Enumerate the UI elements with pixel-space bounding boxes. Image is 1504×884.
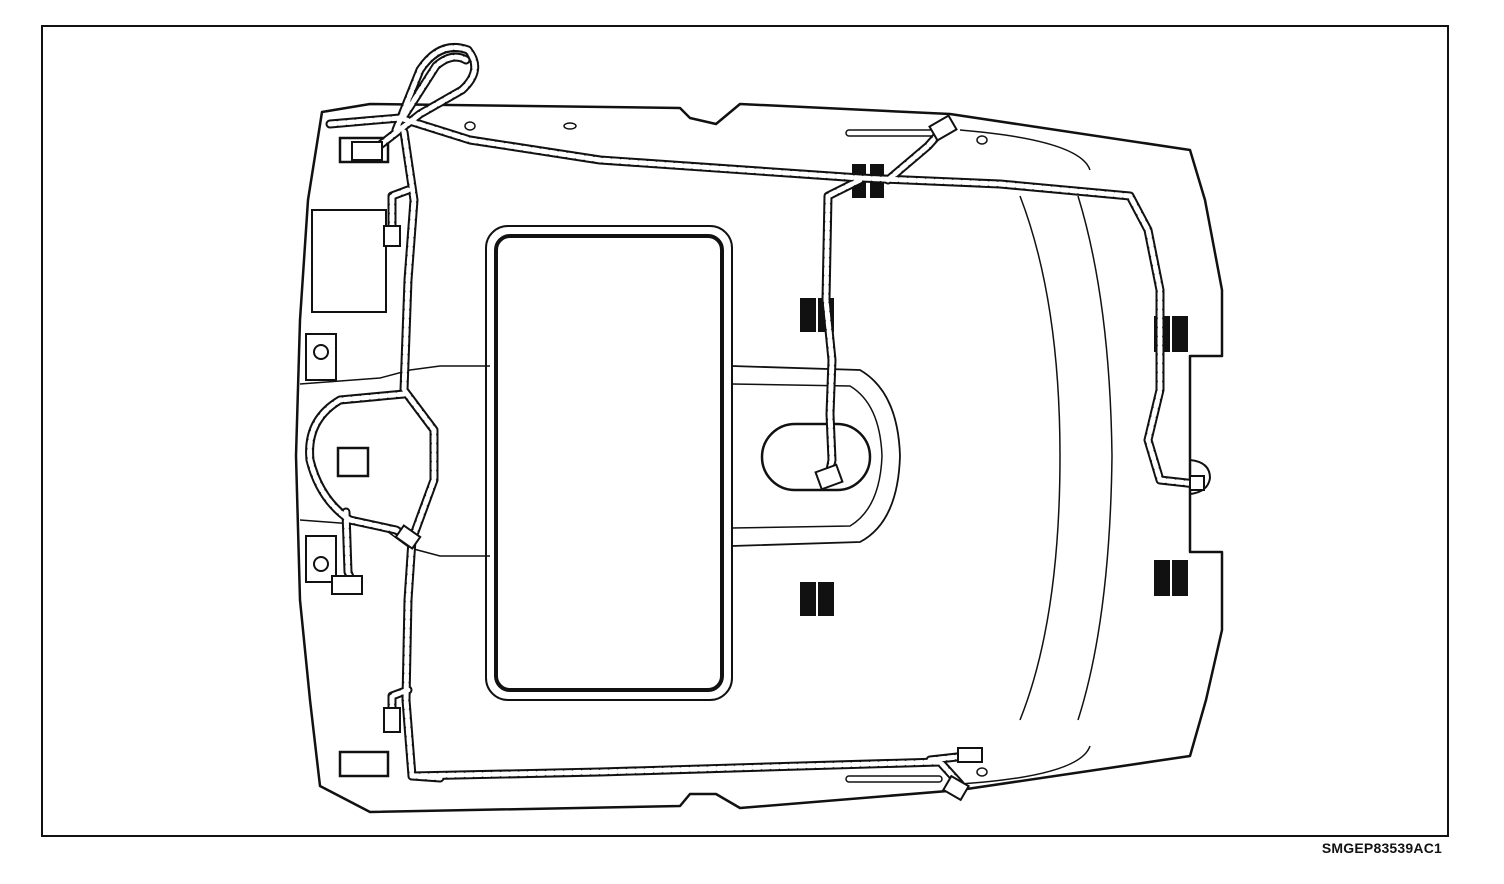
grab-handle-hole-lower [313, 556, 329, 572]
harness-left-loop [305, 389, 417, 545]
harness-upper-connector-branch-inner [389, 187, 411, 235]
headliner-contour-rear-2 [1077, 195, 1113, 721]
vanity-mirror-mount-lower [338, 750, 390, 778]
connector-rear-right [1189, 475, 1205, 491]
dome-lamp-opening [760, 422, 872, 492]
connector-dome-lamp [814, 463, 844, 491]
map-lamp-opening [336, 446, 370, 478]
harness-dome-branch-inner [823, 177, 863, 483]
foam-pad [800, 582, 816, 616]
mounting-hole-2 [563, 122, 577, 130]
connector-rear-upper [928, 114, 958, 142]
connector-junction [394, 524, 422, 550]
headliner-contour-rear-4 [959, 745, 1091, 785]
sunroof-glass-opening [494, 234, 724, 692]
harness-pigtail-loop-2-inner [401, 54, 469, 119]
headliner-contour-left-upper [299, 365, 490, 385]
connector-visor-upper [383, 225, 401, 247]
visor-mount-plate [311, 209, 387, 313]
connector-visor-lower [383, 707, 401, 733]
foam-pad [1172, 560, 1188, 596]
headliner-contour-rear-1 [1019, 195, 1061, 721]
harness-left-vertical-inner [401, 129, 443, 781]
connector-grab-handle-lower [331, 575, 363, 595]
mounting-hole-3 [976, 135, 988, 145]
connector-vanity-upper [351, 141, 383, 161]
wiring-harness [305, 43, 1201, 789]
grab-handle-hole-upper [313, 344, 329, 360]
grab-handle-mount-upper [305, 333, 337, 381]
rear-notch-upper [1189, 459, 1212, 495]
headliner-outline [294, 102, 1224, 814]
slot-rear-upper [845, 129, 943, 137]
harness-main-lower-inner [409, 759, 963, 787]
slot-rear-lower [845, 775, 943, 783]
foam-pad [800, 298, 816, 332]
mounting-hole-1 [464, 121, 476, 131]
connector-lower-side [957, 747, 983, 763]
vanity-mirror-mount-upper [338, 136, 390, 164]
mounting-hole-4 [976, 767, 988, 777]
foam-pad [1154, 560, 1170, 596]
harness-left-loop-inner [307, 391, 415, 543]
grab-handle-mount-lower [305, 535, 337, 583]
connector-group [331, 114, 1205, 802]
foam-pad [818, 582, 834, 616]
harness-pigtail-loop-inner [363, 45, 478, 159]
console-recess-outline [731, 365, 901, 547]
diagram-border [41, 25, 1449, 837]
console-recess-inner [731, 383, 883, 529]
harness-main-upper-inner [327, 115, 1199, 487]
foam-pad-group [800, 164, 1188, 616]
figure-code: SMGEP83539AC1 [1321, 840, 1442, 856]
connector-rear-lower [941, 774, 971, 802]
headliner-contour-rear-3 [959, 129, 1091, 171]
sunroof-outer-frame [485, 225, 733, 701]
foam-pad [1172, 316, 1188, 352]
